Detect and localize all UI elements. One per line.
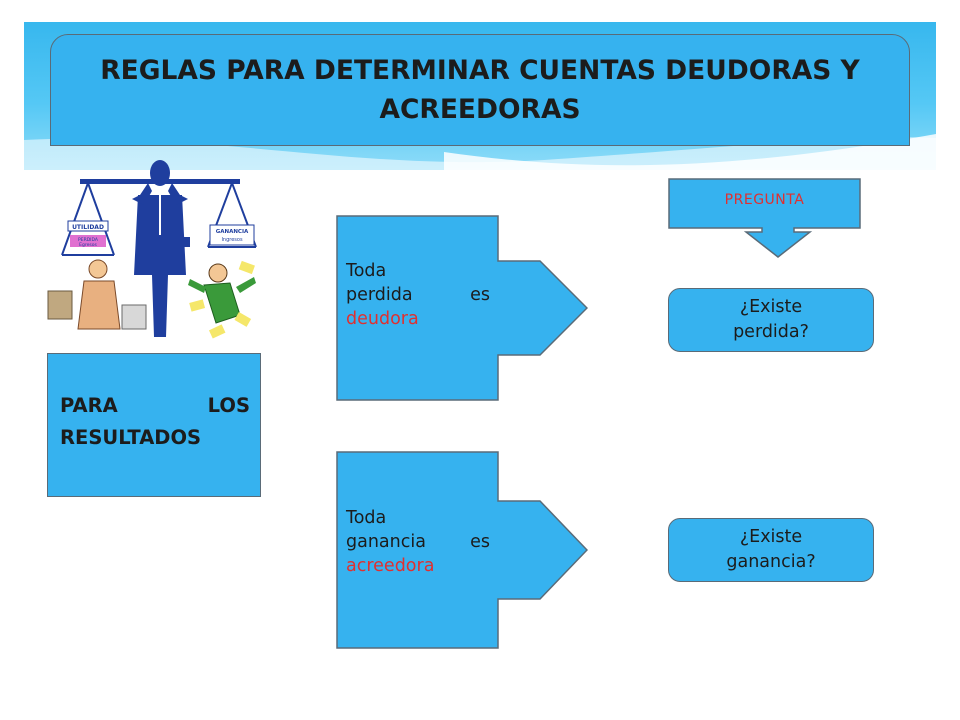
rule-2-word-es: es	[470, 532, 490, 552]
resultados-word-para: PARA	[60, 394, 118, 417]
title-box: REGLAS PARA DETERMINAR CUENTAS DEUDORAS …	[50, 34, 910, 146]
question-2-line-1: ¿Existe	[739, 527, 803, 547]
sad-character	[47, 259, 147, 330]
question-1-line-1: ¿Existe	[739, 297, 803, 317]
header-wave-decoration	[24, 134, 936, 170]
rule-1-highlight-deudora: deudora	[346, 309, 419, 329]
rule-1-line-2: perdida es	[346, 283, 490, 307]
right-pan-sub: Ingresos	[221, 237, 243, 243]
left-pan-label: UTILIDAD	[72, 224, 104, 231]
page-title: REGLAS PARA DETERMINAR CUENTAS DEUDORAS …	[100, 55, 860, 125]
rule-2-word-toda: Toda	[346, 508, 387, 528]
resultados-line-1: PARA LOS	[60, 390, 250, 422]
resultados-box: PARA LOS RESULTADOS	[47, 353, 261, 497]
rule-1-word-perdida: perdida	[346, 285, 413, 305]
businessman-figure	[132, 160, 190, 337]
scale-right-pan: GANANCIA Ingresos	[207, 182, 257, 248]
balance-scale-illustration: UTILIDAD PERDIDA Egresos GANANCIA Ingres…	[47, 160, 257, 339]
left-pan-sub1: PERDIDA	[78, 237, 99, 243]
question-box-perdida: ¿Existe perdida?	[668, 288, 874, 352]
rule-1-word-es: es	[470, 285, 490, 305]
rule-arrow-ganancia	[336, 451, 588, 649]
resultados-word-los: LOS	[207, 394, 250, 417]
question-box-ganancia: ¿Existe ganancia?	[668, 518, 874, 582]
question-1-line-2: perdida?	[733, 322, 809, 342]
rule-arrow-perdida	[336, 215, 588, 401]
rule-text-ganancia: Toda ganancia es acreedora	[346, 506, 490, 578]
rule-1-word-toda: Toda	[346, 261, 387, 281]
rule-text-perdida: Toda perdida es deudora	[346, 259, 490, 331]
scale-left-pan: UTILIDAD PERDIDA Egresos	[61, 182, 115, 256]
left-pan-sub2: Egresos	[79, 242, 97, 248]
right-pan-label: GANANCIA	[216, 229, 249, 235]
resultados-line-2: RESULTADOS	[60, 426, 202, 449]
question-2-line-2: ganancia?	[726, 552, 816, 572]
rule-2-line-2: ganancia es	[346, 530, 490, 554]
rule-2-highlight-acreedora: acreedora	[346, 556, 435, 576]
pregunta-down-arrow	[668, 178, 861, 258]
rule-2-word-ganancia: ganancia	[346, 532, 426, 552]
happy-character	[188, 260, 256, 339]
pregunta-label: PREGUNTA	[724, 192, 805, 208]
